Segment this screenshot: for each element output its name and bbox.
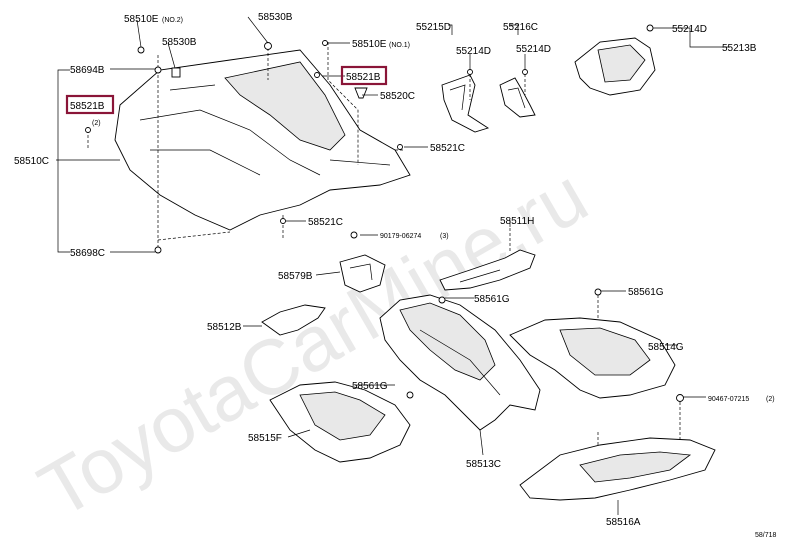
label-58511H[interactable]: 58511H [500, 216, 534, 227]
carpet-58511H[interactable] [439, 249, 536, 291]
label-58514G[interactable]: 58514G [648, 342, 684, 353]
label-58694B[interactable]: 58694B [70, 65, 105, 76]
page-ref: 58/718 [755, 532, 777, 539]
label-58510E-no1[interactable]: 58510E [352, 39, 387, 50]
pad-58512B[interactable] [261, 304, 326, 336]
label-55214D-a[interactable]: 55214D [456, 46, 491, 57]
clips-552 [467, 24, 654, 100]
label-58520C[interactable]: 58520C [380, 91, 415, 102]
carpet-58513C[interactable] [379, 294, 541, 431]
label-90467[interactable]: 90467-07215 [708, 396, 749, 403]
label-58513C[interactable]: 58513C [466, 459, 501, 470]
label-55216C[interactable]: 55216C [503, 22, 538, 33]
highlight-58521B-left [65, 94, 115, 115]
label-58698C[interactable]: 58698C [70, 248, 105, 259]
floor-carpet-58510C[interactable] [114, 49, 411, 231]
highlight-58521B-top [340, 65, 388, 86]
label-55213B[interactable]: 55213B [722, 43, 757, 54]
carpet-58514G[interactable] [509, 288, 676, 399]
bracket-58579B[interactable] [339, 254, 386, 293]
label-55215D[interactable]: 55215D [416, 22, 451, 33]
duct-55213B[interactable] [574, 37, 656, 96]
main-carpet-guides [87, 42, 405, 250]
carpet-58516A[interactable] [519, 394, 716, 501]
label-55214D-b[interactable]: 55214D [516, 44, 551, 55]
label-90179-note: (3) [440, 233, 449, 240]
label-90467-note: (2) [766, 396, 775, 403]
label-55214D-c[interactable]: 55214D [672, 24, 707, 35]
label-58510C[interactable]: 58510C [14, 156, 49, 167]
label-58530B[interactable]: 58530B [162, 37, 197, 48]
label-58515F[interactable]: 58515F [248, 433, 282, 444]
bracket-55215D[interactable] [441, 74, 490, 133]
label-58579B[interactable]: 58579B [278, 271, 313, 282]
label-58561G-a[interactable]: 58561G [474, 294, 510, 305]
bracket-55216C[interactable] [499, 77, 536, 118]
label-58510E-no2[interactable]: 58510E [124, 14, 159, 25]
carpet-58515F[interactable] [269, 381, 411, 463]
label-58521B-top[interactable]: 58521B [346, 72, 381, 83]
leader-lines [56, 16, 730, 515]
label-58512B[interactable]: 58512B [207, 322, 242, 333]
label-58521B-left[interactable]: 58521B [70, 101, 105, 112]
label-58510E-no1-note: (NO.1) [389, 42, 410, 49]
watermark-text: ToyotaCarMine.ru [25, 151, 602, 535]
label-90179[interactable]: 90179-06274 [380, 233, 421, 240]
label-58510E-no2-note: (NO.2) [162, 17, 183, 24]
label-58521B-left-note: (2) [92, 120, 101, 127]
part-labels: 58510E (NO.2) 58530B 58530B 58510E (NO.1… [14, 12, 777, 539]
clip-markers [85, 40, 403, 254]
label-58561G-b[interactable]: 58561G [628, 287, 664, 298]
label-58521C-a[interactable]: 58521C [430, 143, 465, 154]
label-58561G-c[interactable]: 58561G [352, 381, 388, 392]
label-58516A[interactable]: 58516A [606, 517, 641, 528]
label-58530B-top[interactable]: 58530B [258, 12, 293, 23]
label-58521C-b[interactable]: 58521C [308, 217, 343, 228]
